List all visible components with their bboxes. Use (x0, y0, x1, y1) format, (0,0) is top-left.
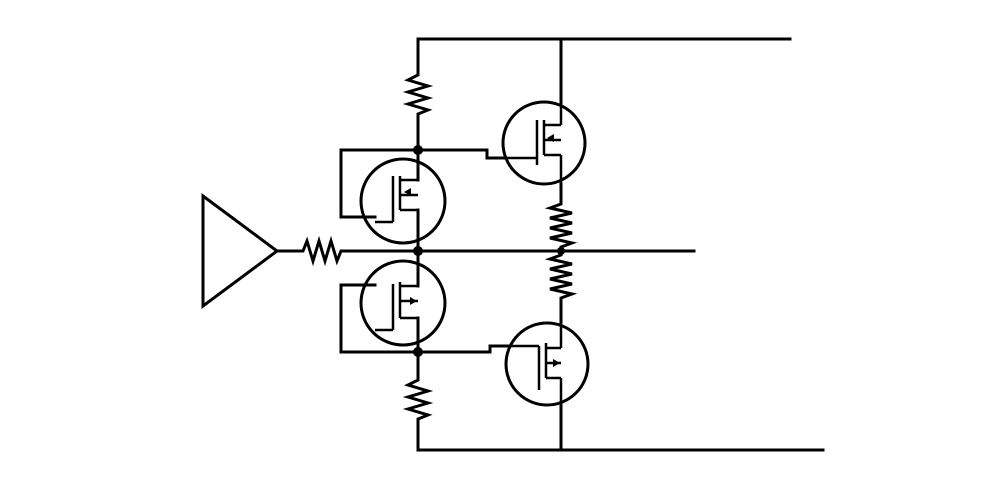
driver-pmos-icon (359, 249, 447, 354)
input-buffer-icon (201, 193, 280, 309)
emitter-resistor-bottom-icon (544, 249, 578, 306)
bias-resistor-bottom-icon (402, 373, 434, 425)
driver-pmos-gate-loop (339, 283, 420, 354)
junction-dot (413, 347, 423, 357)
driver-nmos-icon (359, 148, 447, 253)
upper-gate-drive-wire (416, 148, 507, 160)
lower-gate-drive-wire (416, 344, 510, 354)
junction-dot (413, 145, 423, 155)
junction-dot (557, 247, 565, 255)
junction-dot (413, 246, 423, 256)
driver-nmos-gate-loop (339, 148, 420, 219)
output-nmos-icon (501, 100, 587, 186)
input-resistor-icon (296, 235, 348, 267)
bias-resistor-top-icon (402, 68, 434, 120)
emitter-resistor-top-icon (544, 198, 578, 253)
output-pmos-icon (504, 321, 590, 407)
